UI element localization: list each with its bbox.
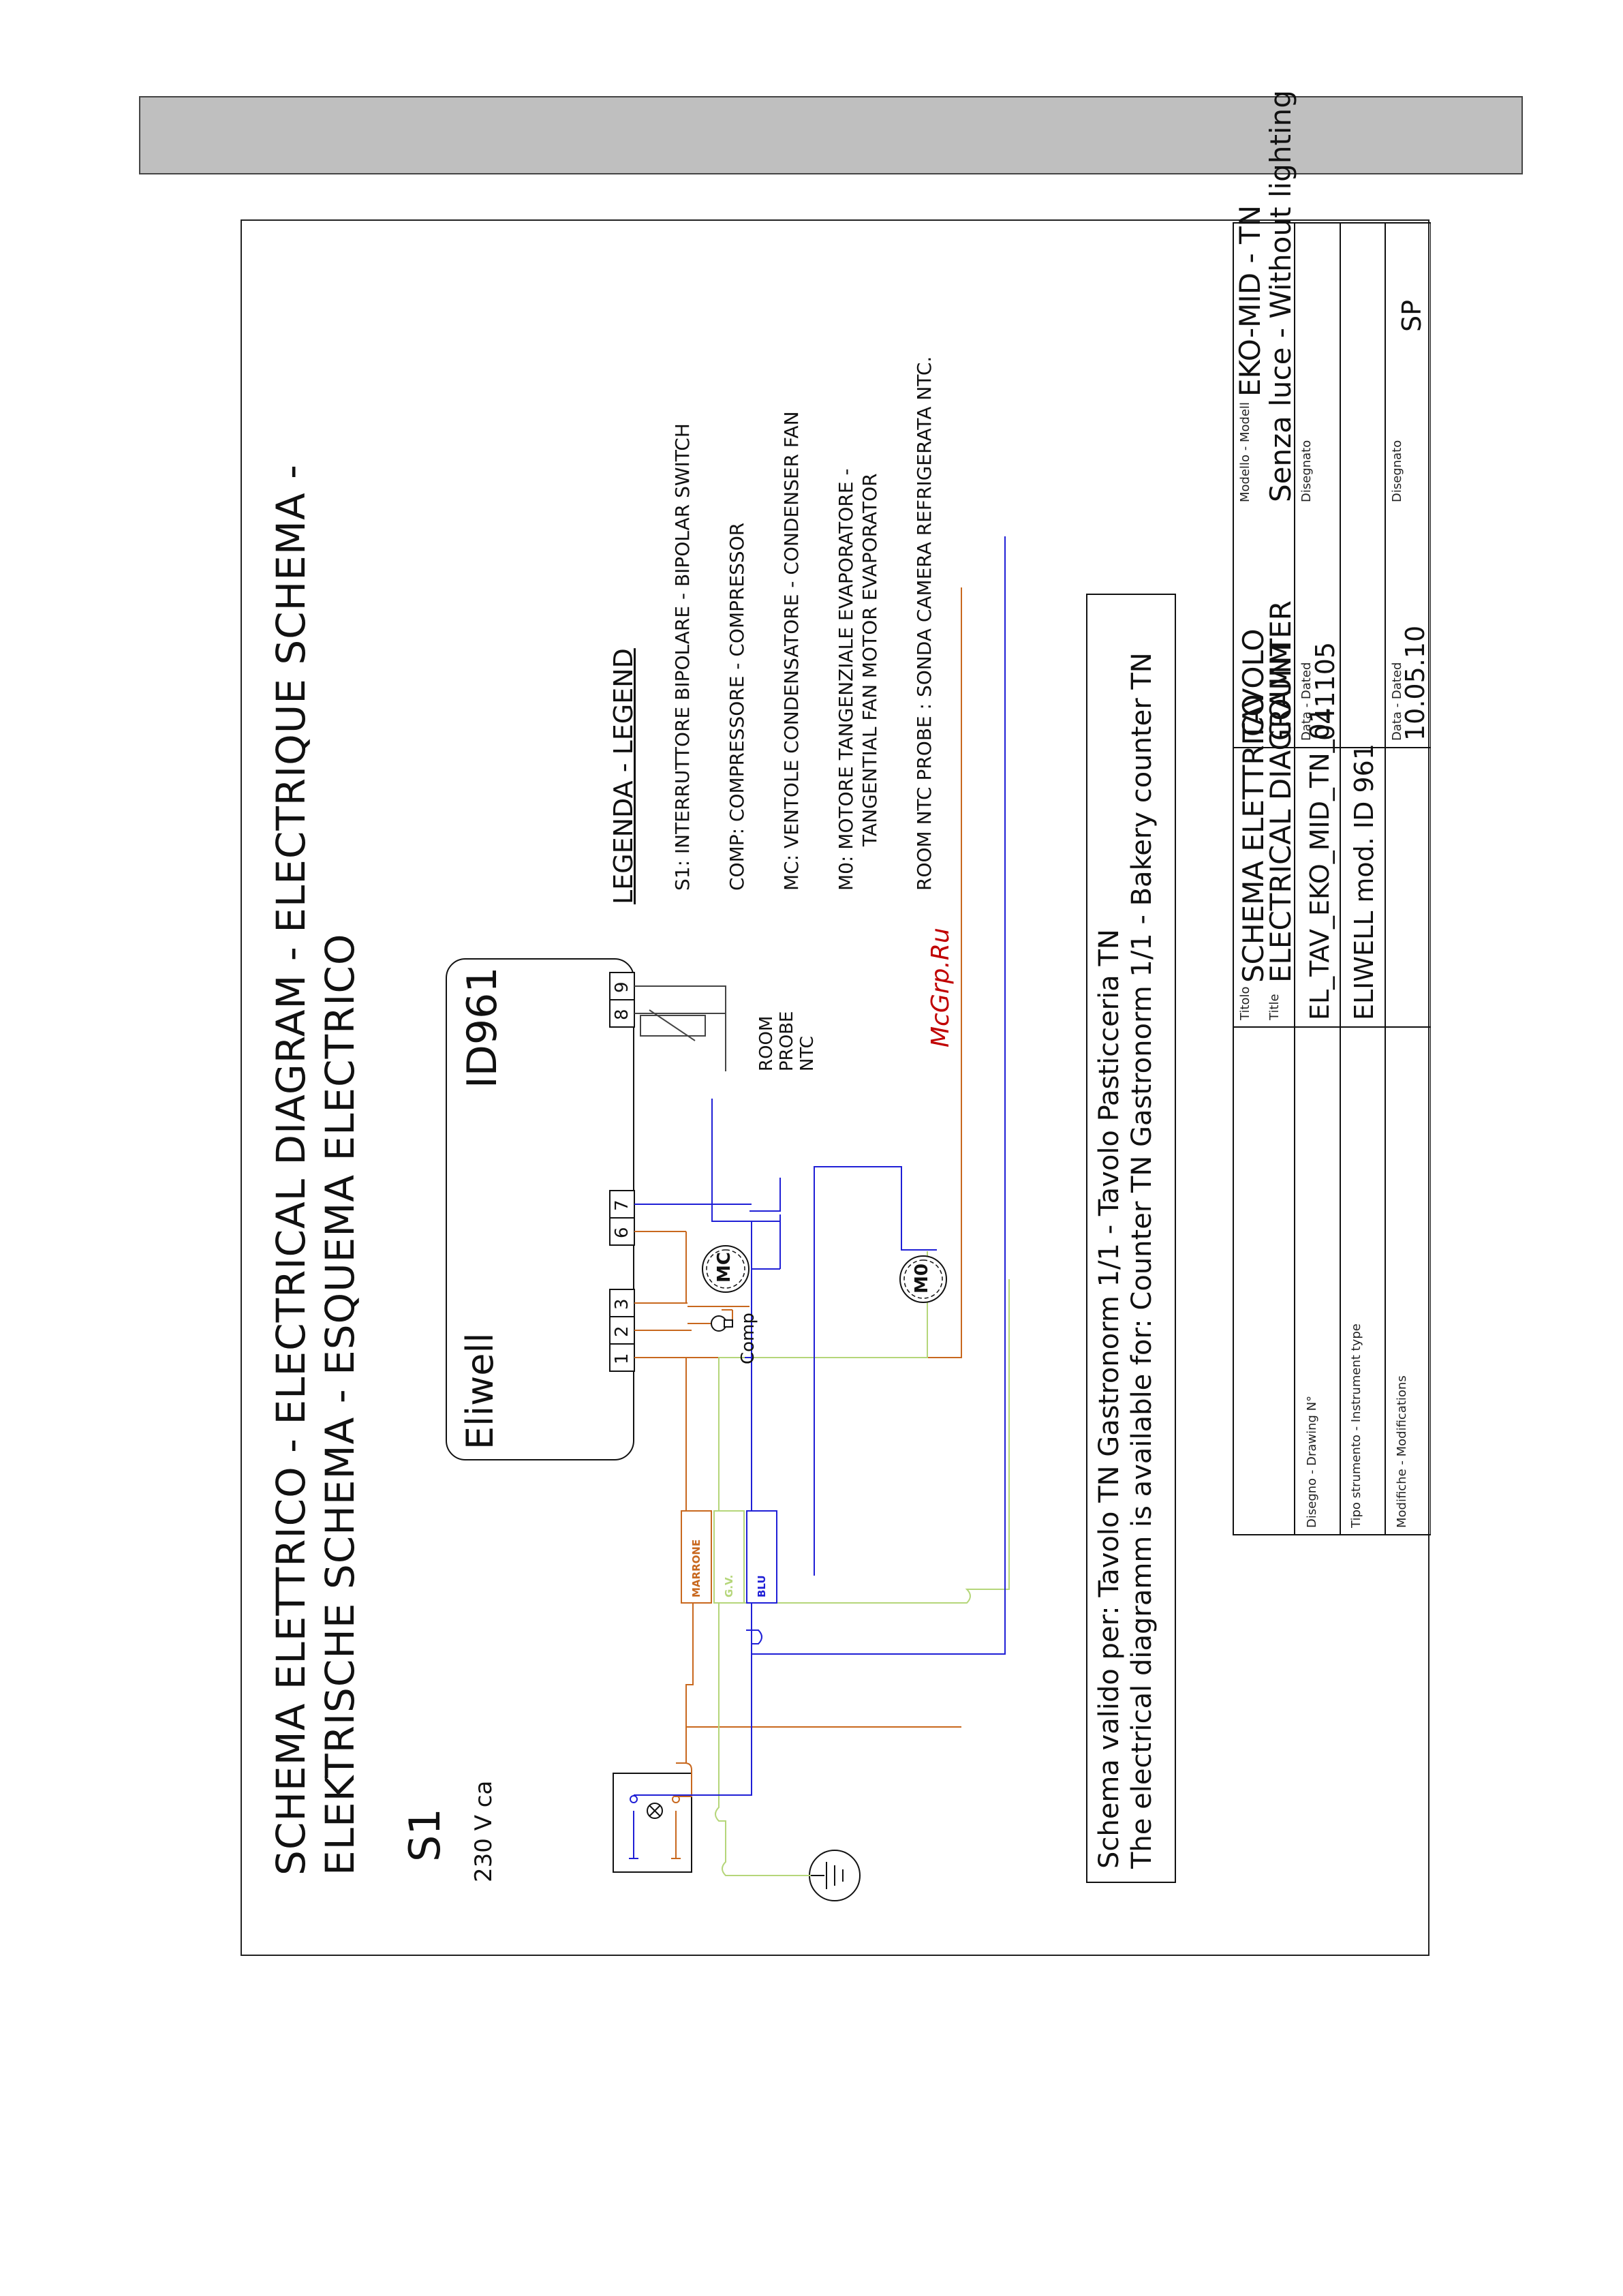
tb-tipo-label: Tipo strumento - Instrument type <box>1349 1323 1363 1528</box>
page-title-line1: SCHEMA ELETTRICO - ELECTRICAL DIAGRAM - … <box>268 463 314 1876</box>
rotated-drawing: SCHEMA ELETTRICO - ELECTRICAL DIAGRAM - … <box>242 90 1431 1957</box>
mc-fan-icon <box>702 1245 749 1293</box>
probe-label: ROOM PROBE NTC <box>756 1011 818 1071</box>
controller-brand: Eliwell <box>459 1332 501 1450</box>
legend-item-mc: MC: VENTOLE CONDENSATORE - CONDENSER FAN <box>780 411 803 891</box>
wire-block-blue <box>746 1510 777 1604</box>
tb-drawing-no: EL_TAV_EKO_MID_TN_01 <box>1305 706 1335 1020</box>
wire-label-brown: MARRONE <box>690 1539 702 1597</box>
legend-item-s1: S1: INTERRUTTORE BIPOLARE - BIPOLAR SWIT… <box>671 423 694 891</box>
terminal-8: 8 <box>612 1009 632 1020</box>
voltage-label: 230 V ca <box>470 1780 497 1882</box>
tb-instrument: ELIWELL mod. ID 961 <box>1349 743 1379 1020</box>
wire-block-yg <box>713 1510 745 1604</box>
m0-label: M0 <box>912 1264 932 1294</box>
ground-symbol <box>809 1850 861 1901</box>
tb-designer: SP <box>1397 299 1427 332</box>
tb-disegno-label: Disegno - Drawing N° <box>1305 1395 1319 1528</box>
probe-label-line1: ROOM <box>756 1015 777 1071</box>
terminal-3: 3 <box>612 1298 632 1310</box>
schematic-svg <box>446 222 1431 1901</box>
validity-line2: The electrical diagramm is available for… <box>1126 652 1158 1869</box>
yellow-green-wire <box>715 1251 1010 1876</box>
validity-line1: Schema valido per: Tavolo TN Gastronorm … <box>1094 929 1125 1869</box>
tb-title-line4: COUNTER <box>1264 600 1297 741</box>
validity-box <box>1086 594 1176 1883</box>
tb-disegnato-label-2: Disegnato <box>1390 440 1404 502</box>
terminal-9: 9 <box>612 981 632 993</box>
legend-item-m0: M0: MOTORE TANGENZIALE EVAPORATORE - <box>835 468 857 891</box>
compressor-label: Comp <box>738 1313 758 1364</box>
probe-label-line2: PROBE <box>777 1011 797 1071</box>
tb-title-label: Title <box>1267 994 1282 1020</box>
page-title-line2: ELEKTRISCHE SCHEMA - ESQUEMA ELECTRICO <box>317 933 363 1876</box>
switch-label: S1 <box>400 1808 450 1862</box>
watermark: McGrp.Ru <box>927 928 955 1047</box>
terminal-2: 2 <box>612 1326 632 1337</box>
legend-item-probe: ROOM NTC PROBE : SONDA CAMERA REFRIGERAT… <box>913 356 936 891</box>
wire-label-blue: BLU <box>756 1575 768 1597</box>
tb-titolo-label: Titolo <box>1238 986 1252 1020</box>
probe-wires <box>634 985 726 1071</box>
tb-data-2: 10.05.10 <box>1400 625 1430 741</box>
tb-modello-label: Modello - Modell <box>1238 401 1252 502</box>
terminal-1: 1 <box>612 1353 632 1364</box>
tb-variant: Senza luce - Without lighting <box>1264 90 1297 502</box>
mc-label: MC <box>714 1252 735 1283</box>
legend-heading: LEGENDA - LEGEND <box>608 648 638 904</box>
tb-disegnato-label-1: Disegnato <box>1299 440 1314 502</box>
terminal-7: 7 <box>612 1199 632 1211</box>
legend-item-comp: COMP: COMPRESSORE - COMPRESSOR <box>726 522 748 891</box>
tb-data-1: 041105 <box>1310 641 1340 741</box>
terminal-6: 6 <box>612 1227 632 1238</box>
terminal-block <box>609 972 635 1372</box>
m0-fan-icon <box>899 1255 947 1303</box>
tb-modifiche-label: Modifiche - Modifications <box>1395 1375 1409 1528</box>
tb-modello-value: EKO-MID - TN <box>1233 204 1267 397</box>
blue-wire <box>634 536 1006 1796</box>
wire-label-yg: G.V. <box>723 1574 735 1597</box>
s1-switch-box <box>613 1773 692 1873</box>
controller-model: ID961 <box>459 966 506 1088</box>
diagram-sheet: SCHEMA ELETTRICO - ELECTRICAL DIAGRAM - … <box>241 90 1431 1957</box>
header-bar <box>139 96 1523 174</box>
probe-label-line3: NTC <box>797 1036 818 1071</box>
legend-item-m0-2: TANGENTIAL FAN MOTOR EVAPORATOR <box>859 473 881 846</box>
wire-block-brown <box>681 1510 712 1604</box>
title-block-grid <box>1233 222 1431 1535</box>
